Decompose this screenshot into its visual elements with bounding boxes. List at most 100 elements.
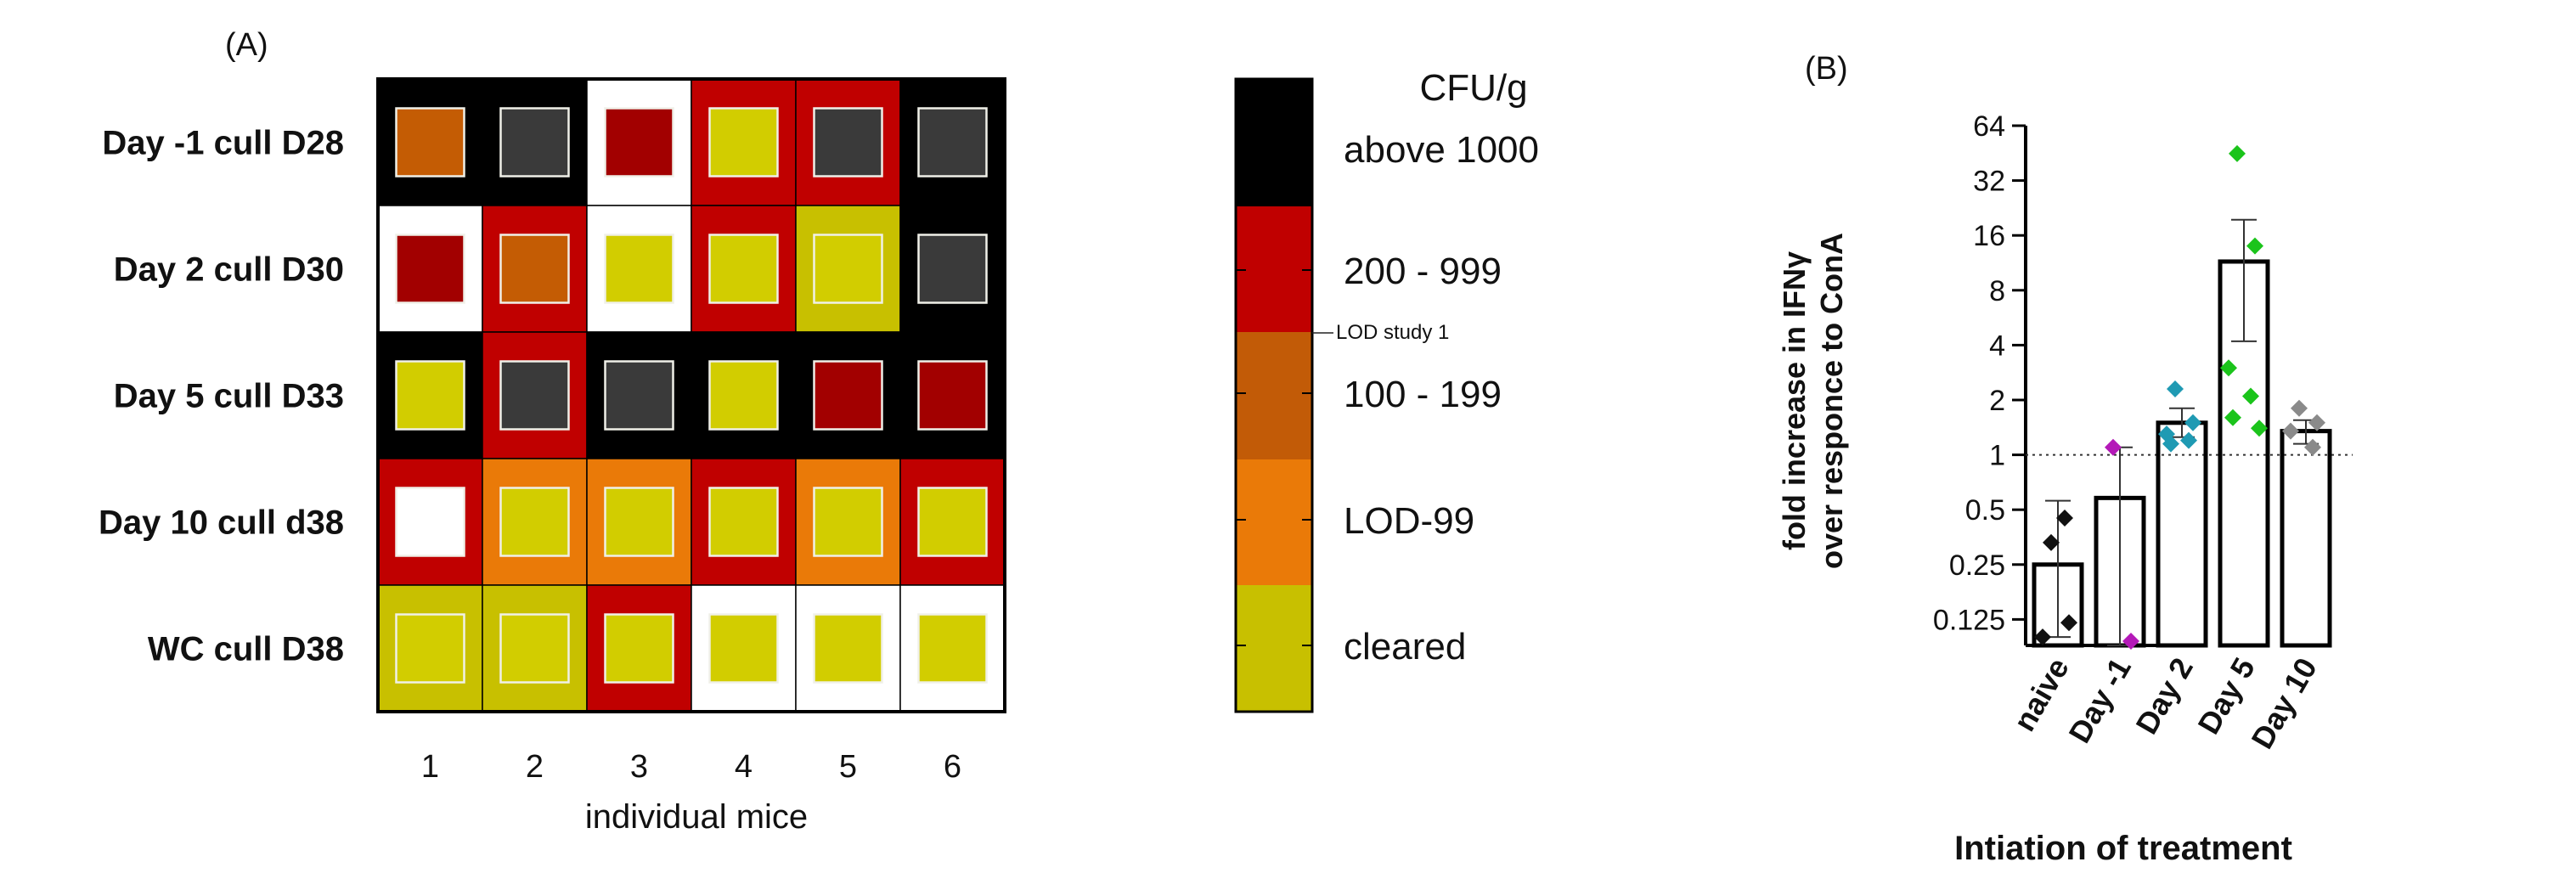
legend-color-swatch [1236,459,1312,585]
legend-bin-label: 100 - 199 [1344,374,1502,415]
heatmap-cells [376,77,1006,713]
data-point [2034,628,2051,646]
heatmap-column-label: 3 [630,749,648,785]
heatmap-cell-marker [813,613,883,684]
heatmap-cell-marker [499,487,570,557]
heatmap-cell-marker [813,360,883,431]
y-axis-label-line-1: fold increase in IFNγ [1777,251,1812,550]
heatmap-cell-marker [917,107,988,177]
heatmap-cell-marker [604,487,674,557]
y-tick-label: 32 [1973,166,2005,198]
legend-bin-label: LOD-99 [1344,500,1474,542]
legend-bin-label: 200 - 999 [1344,251,1502,292]
data-point [2291,399,2308,417]
heatmap-cell-marker [813,107,883,177]
y-tick-label: 0.5 [1965,494,2005,527]
legend-color-swatch [1236,206,1312,332]
heatmap-cell-marker [499,107,570,177]
data-point [2242,387,2259,405]
heatmap-cell-marker [395,487,465,557]
panel-a-label: (A) [225,27,268,63]
heatmap-column-label: 2 [526,749,544,785]
data-point [2224,408,2241,426]
data-point [2056,510,2073,527]
y-tick-label: 8 [1989,275,2005,307]
heatmap-row-label: WC cull D38 [148,631,344,668]
heatmap-cell-marker [917,487,988,557]
legend-border [1234,77,1314,713]
legend-color-swatch [1236,332,1312,459]
heatmap-cell-marker [708,613,779,684]
heatmap-cell-marker [395,107,465,177]
heatmap-cell-marker [813,487,883,557]
heatmap-cell-marker [499,234,570,304]
bar-chart-x-axis-label: Intiation of treatment [1954,830,2292,867]
cfu-legend: CFU/g above 1000 200 - 999 100 - 199LOD-99… [1234,67,1539,713]
heatmap-row-label: Day 5 cull D33 [114,378,344,415]
legend-color-swatch [1236,585,1312,712]
bar-chart-y-axis-label: fold increase in IFNγ over responce to C… [1777,233,1849,569]
heatmap-cell-marker [917,360,988,431]
heatmap-row-label: Day 10 cull d38 [99,504,344,542]
heatmap-cell-marker [499,360,570,431]
data-point [2184,414,2201,431]
heatmap-column-label: 5 [839,749,857,785]
y-tick-label: 4 [1989,330,2005,362]
x-tick-label: Day 2 [2128,652,2200,741]
heatmap-cell-marker [708,360,779,431]
heatmap-cell-marker [499,613,570,684]
y-tick-label: 2 [1989,385,2005,417]
heatmap-cell-marker [395,234,465,304]
data-point [2246,237,2263,255]
lod-annotation: LOD study 1 [1336,321,1449,344]
data-point [2229,144,2246,162]
data-point [2282,422,2299,440]
heatmap-cell-marker [395,613,465,684]
y-tick-label: 0.125 [1933,604,2005,636]
heatmap-cell-marker [604,107,674,177]
data-point [2251,420,2268,437]
heatmap-cell-marker [604,613,674,684]
heatmap-cell-marker [708,487,779,557]
data-point [2167,380,2184,397]
heatmap-cell-marker [395,360,465,431]
heatmap-cell-marker [917,234,988,304]
data-point [2105,438,2122,456]
data-point [2308,414,2325,431]
heatmap-cell-marker [604,234,674,304]
bar [2156,420,2208,648]
heatmap-cell-marker [708,234,779,304]
heatmap-x-axis-label: individual mice [585,798,808,836]
heatmap-border [376,77,1006,713]
heatmap-cell-marker [917,613,988,684]
y-tick-label: 64 [1973,110,2005,143]
data-point [2122,632,2139,650]
y-tick-label: 0.25 [1949,549,2005,582]
heatmap-cell-marker [604,360,674,431]
data-point [2162,435,2179,453]
data-point [2060,614,2077,632]
heatmap-column-label: 4 [735,749,753,785]
legend-bin-label: above 1000 [1344,129,1539,171]
legend-color-swatch [1236,79,1312,206]
data-point [2180,431,2197,449]
data-point [2304,438,2321,456]
bar [2280,429,2332,648]
y-tick-label: 16 [1973,220,2005,252]
legend-title: CFU/g [1419,67,1527,109]
legend-bin-label: cleared [1344,626,1466,668]
heatmap-cell-marker [708,107,779,177]
panel-b-label: (B) [1805,51,1848,87]
heatmap-row-label: Day -1 cull D28 [102,125,344,162]
heatmap-column-label: 1 [421,749,439,785]
heatmap-row-label: Day 2 cull D30 [114,251,344,289]
data-point [2043,533,2060,551]
heatmap-cell-marker [813,234,883,304]
